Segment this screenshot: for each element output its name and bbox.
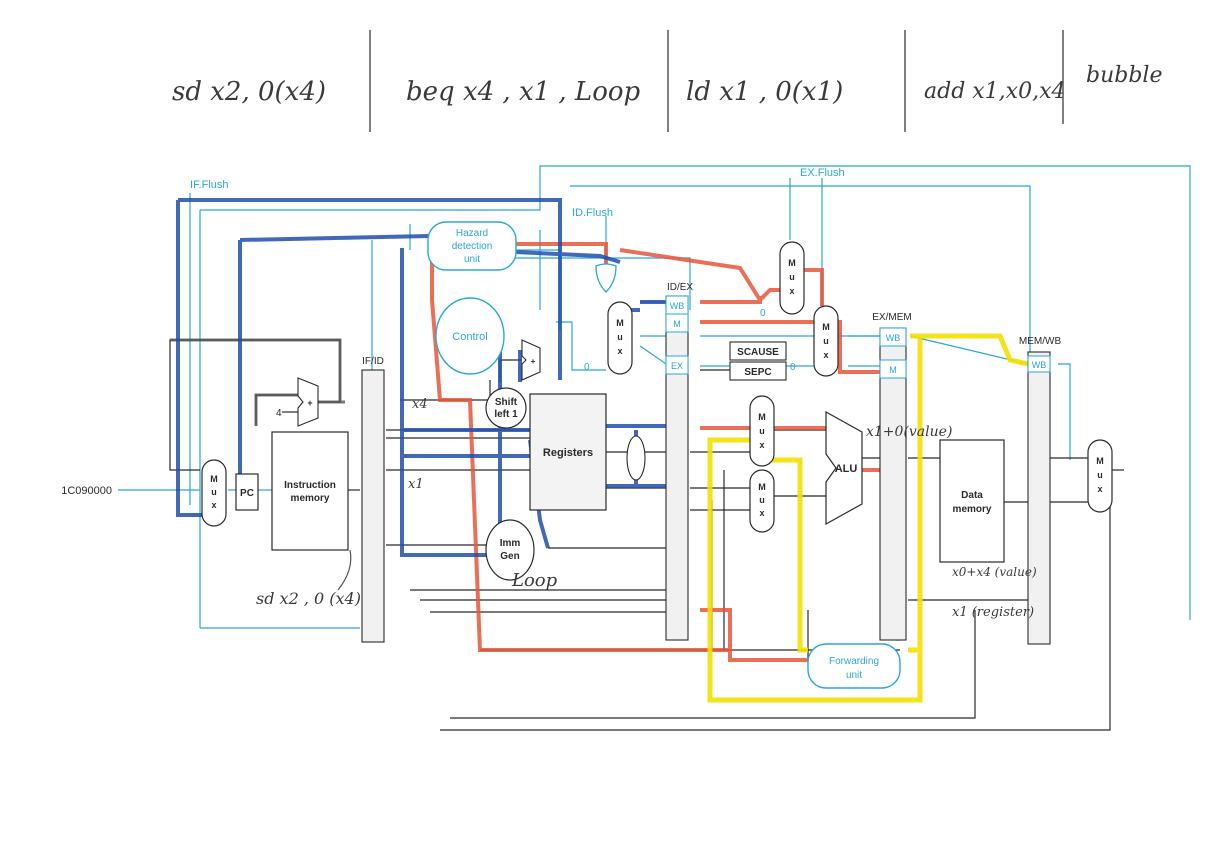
data-memory (940, 440, 1004, 562)
mux-letter: M (758, 482, 766, 492)
note-alu-value: x1+0(value) (866, 424, 952, 440)
mux-letter: M (758, 412, 766, 422)
note-loop: Loop (511, 570, 558, 591)
hazard-label: Hazard (456, 228, 488, 239)
alu-mux-a: M u x (750, 396, 774, 466)
wb-label: WB (1032, 360, 1047, 370)
ex-flush-mux-wb: M u x (780, 242, 804, 314)
ex-mem-label: EX/MEM (872, 312, 911, 323)
note-x4: x4 (412, 397, 428, 412)
black-highlight (170, 340, 345, 426)
mux-letter: M (210, 474, 218, 484)
forwarding-label: Forwarding (829, 656, 879, 667)
mux-letter: M (788, 258, 796, 268)
stage-label-sd: sd x2, 0(x4) (172, 77, 326, 107)
pc-increment: 4 (276, 408, 282, 419)
mux-letter: x (789, 286, 794, 296)
shift-left-unit (486, 388, 526, 428)
zero-const: 0 (790, 362, 796, 373)
instruction-memory (272, 432, 348, 550)
instruction-memory-label: Instruction (284, 480, 336, 491)
adder-plus: + (307, 398, 312, 408)
sepc-label: SEPC (744, 367, 771, 378)
mux-letter: M (616, 318, 624, 328)
registers-label: Registers (543, 447, 593, 459)
zero-const: 0 (584, 362, 590, 373)
if-id-label: IF/ID (362, 356, 384, 367)
equality-compare (627, 436, 645, 480)
data-memory-label: memory (953, 504, 992, 515)
stage-label-add: add x1,x0,x4 (924, 79, 1065, 104)
mux-letter: M (822, 322, 830, 332)
mux-letter: u (1097, 470, 1103, 480)
id-flush-or-gate (596, 264, 616, 292)
ex-flush-mux-m: M u x (814, 306, 838, 376)
mux-letter: x (1097, 484, 1102, 494)
shift-left-label: left 1 (494, 409, 518, 420)
mem-wb-register (1028, 352, 1050, 644)
ex-label: EX (671, 361, 683, 371)
mux-letter: u (759, 495, 765, 505)
note-x1: x1 (408, 477, 424, 492)
scause-label: SCAUSE (737, 347, 779, 358)
m-label: M (673, 319, 681, 329)
m-label: M (889, 365, 897, 375)
mux-letter: x (759, 508, 764, 518)
mem-wb-label: MEM/WB (1019, 336, 1062, 347)
imm-gen-label: Gen (500, 551, 519, 562)
id-ex-register (666, 296, 688, 640)
mux-letter: u (617, 332, 623, 342)
mux-letter: u (789, 272, 795, 282)
mux-letter: u (823, 336, 829, 346)
instruction-memory-label: memory (291, 493, 330, 504)
data-memory-label: Data (961, 490, 983, 501)
mux-letter: x (211, 500, 216, 510)
note-mem-register: x1 (register) (952, 605, 1034, 620)
mux-letter: x (823, 350, 828, 360)
stage-header: sd x2, 0(x4) beq x4 , x1 , Loop ld x1 , … (172, 30, 1162, 132)
note-arrow (338, 550, 351, 590)
pc-label: PC (240, 488, 254, 499)
stage-label-bubble: bubble (1086, 63, 1162, 88)
if-flush-label: IF.Flush (190, 179, 229, 191)
control-label: Control (452, 331, 487, 343)
note-mem-value: x0+x4 (value) (952, 565, 1037, 579)
id-flush-label: ID.Flush (572, 207, 613, 219)
alu-mux-b: M u x (750, 470, 774, 532)
forwarding-label: unit (846, 670, 862, 681)
mux-letter: M (1096, 456, 1104, 466)
zero-const: 0 (760, 308, 766, 319)
stage-label-ld: ld x1 , 0(x1) (686, 77, 843, 107)
exception-address: 1C090000 (61, 485, 112, 497)
mux-letter: x (759, 440, 764, 450)
adder-plus: + (531, 357, 536, 366)
note-sd-instruction: sd x2 , 0 (x4) (256, 589, 361, 608)
wb-label: WB (886, 333, 901, 343)
pc-mux: M u x (202, 460, 226, 526)
control-mux: M u x (608, 302, 632, 374)
mux-letter: u (211, 487, 217, 497)
hazard-label: detection (452, 241, 493, 252)
hazard-label: unit (464, 254, 480, 265)
mux-letter: u (759, 426, 765, 436)
stage-label-beq: beq x4 , x1 , Loop (406, 77, 641, 107)
wb-label: WB (670, 301, 685, 311)
alu-label: ALU (835, 463, 858, 475)
if-id-register (362, 370, 384, 642)
imm-gen-label: Imm (500, 538, 521, 549)
mux-letter: x (617, 346, 622, 356)
shift-left-label: Shift (495, 397, 518, 408)
ex-flush-label: EX.Flush (800, 167, 845, 179)
id-ex-label: ID/EX (667, 282, 693, 293)
writeback-mux: M u x (1088, 440, 1112, 512)
